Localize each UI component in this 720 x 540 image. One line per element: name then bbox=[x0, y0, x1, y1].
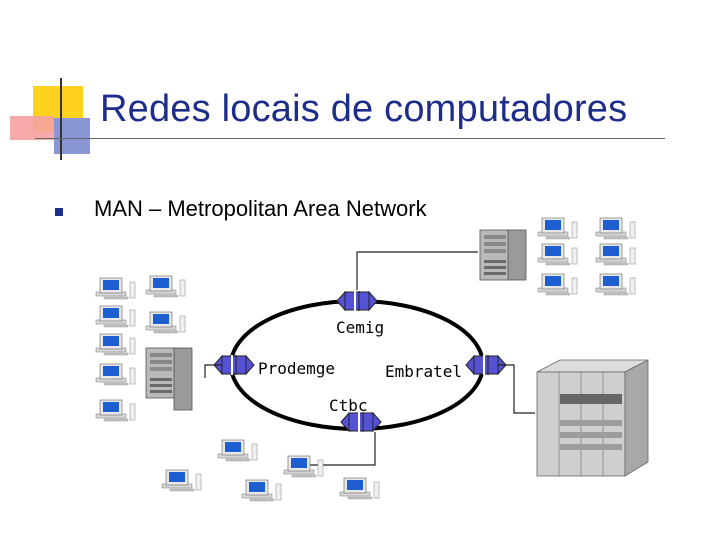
pc-tr-5 bbox=[537, 273, 578, 296]
deco-red-square bbox=[10, 116, 54, 140]
link-cemig bbox=[356, 251, 478, 290]
pc-tr-6 bbox=[595, 273, 636, 296]
node-label-prodemge: Prodemge bbox=[258, 359, 336, 378]
node-label-ctbc: Ctbc bbox=[329, 396, 368, 415]
mainframe-embratel bbox=[536, 359, 649, 477]
server-prodemge-side bbox=[173, 347, 193, 411]
slide-title: Redes locais de computadores bbox=[100, 88, 628, 130]
node-label-cemig: Cemig bbox=[336, 318, 385, 337]
connector-cemig bbox=[336, 290, 378, 312]
pc-left-3 bbox=[95, 305, 136, 328]
pc-left-4 bbox=[145, 311, 186, 334]
pc-tr-1 bbox=[537, 217, 578, 240]
pc-tr-2 bbox=[595, 217, 636, 240]
pc-bottom-2 bbox=[283, 455, 324, 478]
server-cemig-side bbox=[507, 229, 527, 281]
pc-left-2 bbox=[145, 275, 186, 298]
pc-tr-3 bbox=[537, 243, 578, 266]
pc-left-6 bbox=[95, 363, 136, 386]
bullet-square bbox=[55, 208, 63, 216]
link-prodemge bbox=[204, 364, 222, 378]
pc-tr-4 bbox=[595, 243, 636, 266]
connector-ctbc bbox=[340, 411, 382, 433]
pc-bottom-1 bbox=[217, 439, 258, 462]
bullet-text: MAN – Metropolitan Area Network bbox=[94, 196, 427, 221]
pc-left-7 bbox=[95, 399, 136, 422]
server-cemig bbox=[479, 229, 511, 281]
deco-vertical-line bbox=[60, 78, 62, 160]
pc-left-1 bbox=[95, 277, 136, 300]
pc-bottom-3 bbox=[161, 469, 202, 492]
server-prodemge bbox=[145, 347, 177, 399]
pc-bottom-5 bbox=[339, 477, 380, 500]
node-label-embratel: Embratel bbox=[385, 362, 463, 381]
pc-left-5 bbox=[95, 333, 136, 356]
link-ctbc bbox=[310, 432, 376, 466]
link-embratel bbox=[498, 364, 535, 414]
pc-bottom-4 bbox=[241, 479, 282, 502]
title-underline bbox=[35, 138, 665, 139]
